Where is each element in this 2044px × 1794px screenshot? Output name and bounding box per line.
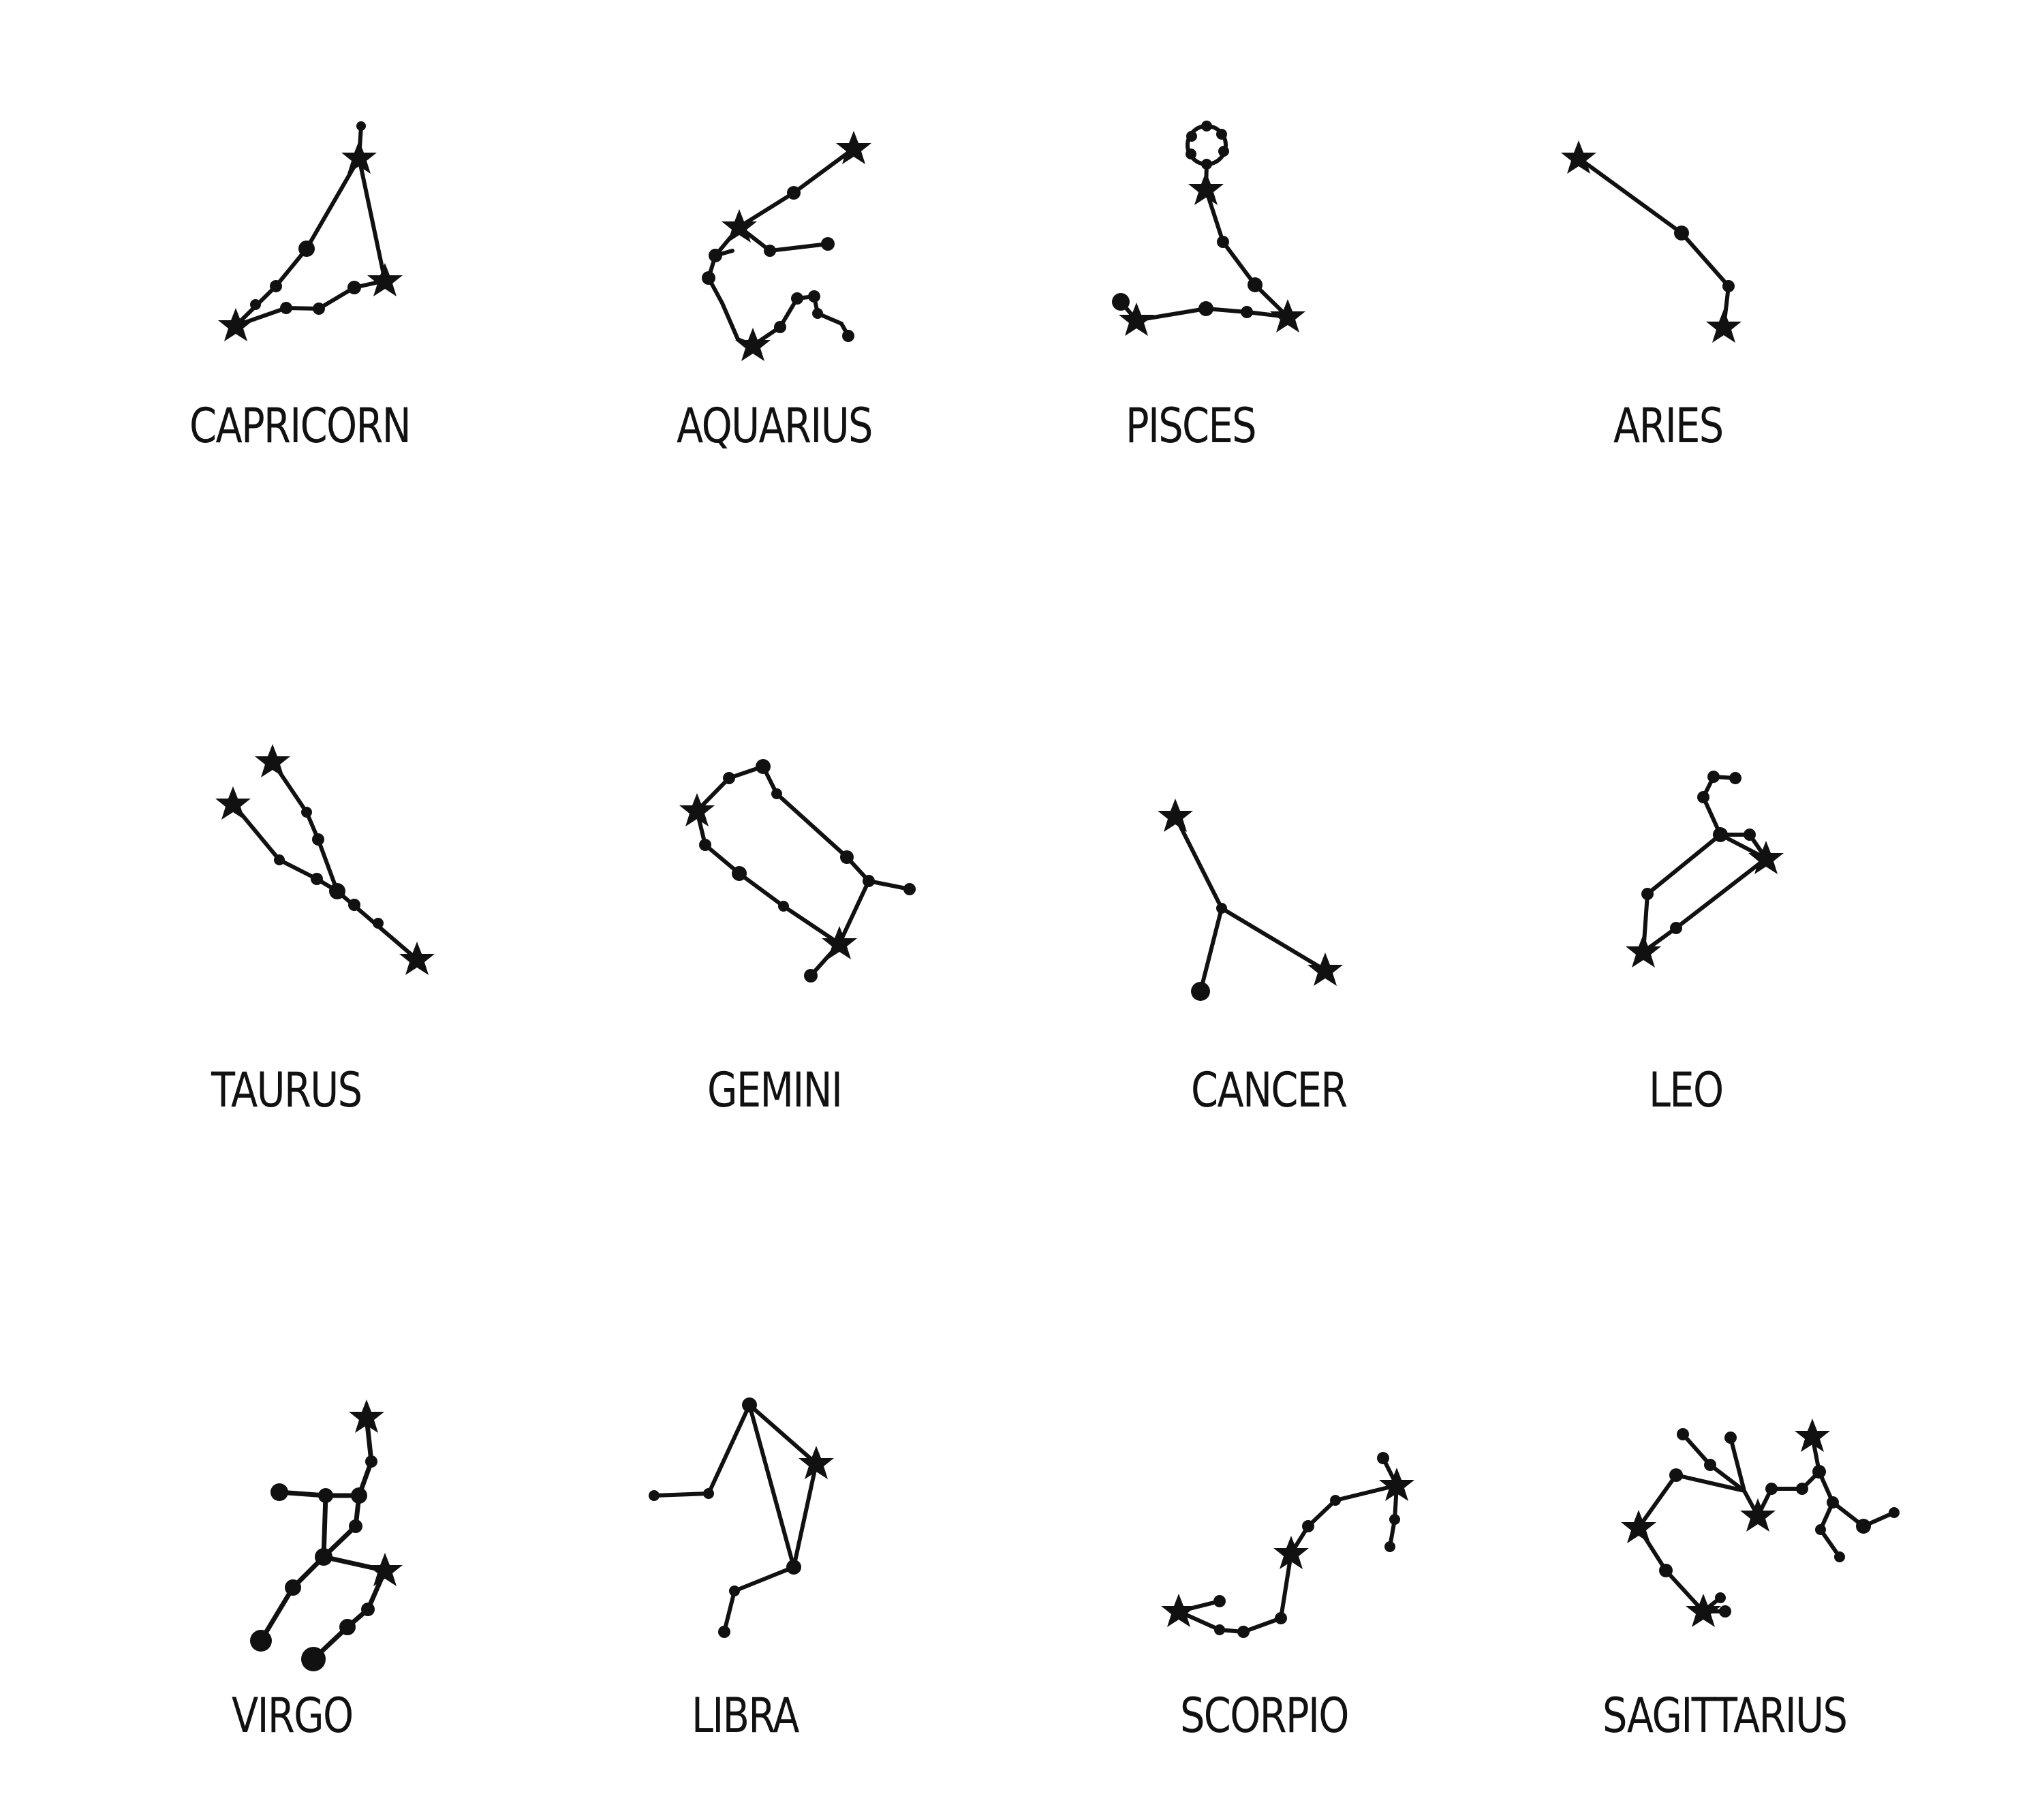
virgo-figure (250, 1399, 403, 1671)
constellation-label-taurus: TAURUS (211, 1062, 362, 1118)
constellation-label-cancer: CANCER (1191, 1062, 1348, 1118)
constellation-label-scorpio: SCORPIO (1180, 1688, 1349, 1744)
constellation-label-libra: LIBRA (692, 1688, 800, 1744)
constellation-label-sagittarius: SAGITTARIUS (1602, 1688, 1848, 1744)
leo-figure (1626, 771, 1784, 968)
pisces-figure (1112, 121, 1305, 336)
taurus-figure (215, 744, 435, 975)
scorpio-figure (1161, 1452, 1414, 1638)
cancer-figure (1158, 799, 1343, 1001)
capricorn-figure (218, 121, 403, 341)
libra-figure (649, 1397, 834, 1638)
sagittarius-figure (1621, 1419, 1900, 1627)
constellation-label-virgo: VIRGO (232, 1688, 354, 1744)
constellation-label-pisces: PISCES (1126, 398, 1257, 454)
gemini-figure (679, 759, 916, 983)
constellation-label-gemini: GEMINI (707, 1062, 843, 1118)
aquarius-figure (702, 131, 871, 361)
constellation-label-aries: ARIES (1613, 398, 1724, 454)
aries-figure (1561, 140, 1741, 343)
constellation-label-capricorn: CAPRICORN (189, 398, 412, 454)
constellation-label-leo: LEO (1649, 1062, 1724, 1118)
constellation-label-aquarius: AQUARIUS (677, 398, 873, 454)
